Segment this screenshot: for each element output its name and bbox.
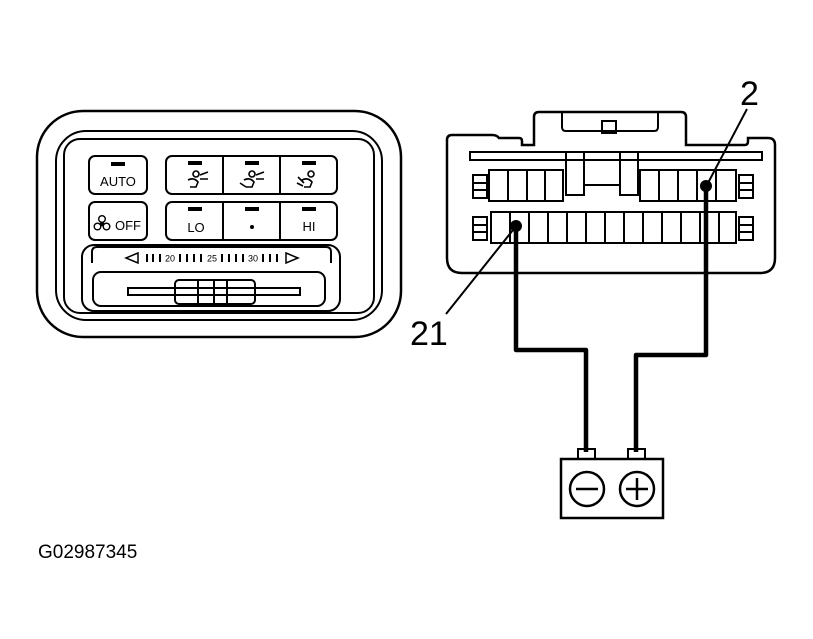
key-notch-right: [619, 152, 639, 196]
fan-mid-button[interactable]: [245, 207, 259, 229]
mode-bilevel-button[interactable]: [239, 161, 265, 188]
temperature-scale: 20 25 30: [124, 251, 300, 265]
mode-button-group: [165, 155, 338, 195]
fan-lo-button[interactable]: LO: [187, 207, 205, 235]
pin-label-21: 21: [410, 315, 448, 353]
fan-hi-button[interactable]: HI: [302, 207, 316, 234]
battery: [559, 448, 665, 520]
lower-cavity-row: [472, 211, 754, 244]
key-notch-center: [583, 160, 621, 186]
connector-housing: [445, 110, 777, 275]
connector-outline: [445, 110, 777, 275]
scale-right-arrow-icon: [285, 251, 300, 265]
leader-line-pin-2: [707, 108, 748, 184]
auto-button[interactable]: AUTO: [88, 155, 148, 195]
fan-speed-button-group: [165, 201, 338, 241]
vent-foot-icon: [296, 170, 315, 188]
fan-off-button-label: OFF: [115, 218, 141, 233]
pin-label-2: 2: [740, 75, 759, 113]
upper-right-cavity-row: [639, 169, 754, 202]
vent-face-icon: [187, 170, 209, 188]
vent-bilevel-icon: [239, 170, 265, 188]
slider-well: [92, 271, 326, 307]
upper-left-cavity-row: [472, 169, 564, 202]
fan-off-button[interactable]: OFF: [88, 201, 148, 241]
fan-lo-button-label: LO: [187, 220, 204, 235]
auto-button-label: AUTO: [100, 174, 136, 189]
negative-lead-wire: [513, 226, 589, 452]
scale-tick-20: 20: [165, 254, 175, 264]
fan-hi-button-label: HI: [303, 219, 316, 234]
auto-indicator-led: [111, 162, 125, 166]
connector-top-ridge: [469, 151, 763, 161]
plus-icon: [618, 470, 656, 508]
panel-inner-frame: [55, 130, 383, 321]
test-lead-wires: [513, 186, 709, 452]
key-notch-left: [565, 152, 585, 196]
scale-tick-30: 30: [248, 254, 258, 264]
temperature-control: 20 25 30: [81, 244, 341, 312]
leader-line-pin-21: [445, 229, 514, 315]
battery-case: [559, 457, 665, 520]
temperature-slider-knob[interactable]: [174, 279, 256, 305]
panel-bezel: [35, 109, 403, 339]
connector-latch: [561, 112, 659, 132]
positive-lead-wire: [633, 186, 709, 452]
climate-control-panel: AUTO OFF: [35, 109, 403, 339]
probe-contact-pin-2: [700, 180, 712, 192]
mode-foot-button[interactable]: [296, 161, 316, 188]
scale-tick-25: 25: [207, 254, 217, 264]
latch-tab: [601, 120, 617, 134]
minus-icon: [568, 470, 606, 508]
probe-contact-pin-21: [510, 220, 522, 232]
fan-icon: [93, 214, 111, 231]
figure-code: G02987345: [38, 542, 137, 563]
mode-face-button[interactable]: [187, 161, 209, 188]
scale-left-arrow-icon: [124, 251, 139, 265]
fan-mid-dot-icon: [250, 225, 254, 229]
panel-face: [63, 138, 375, 314]
